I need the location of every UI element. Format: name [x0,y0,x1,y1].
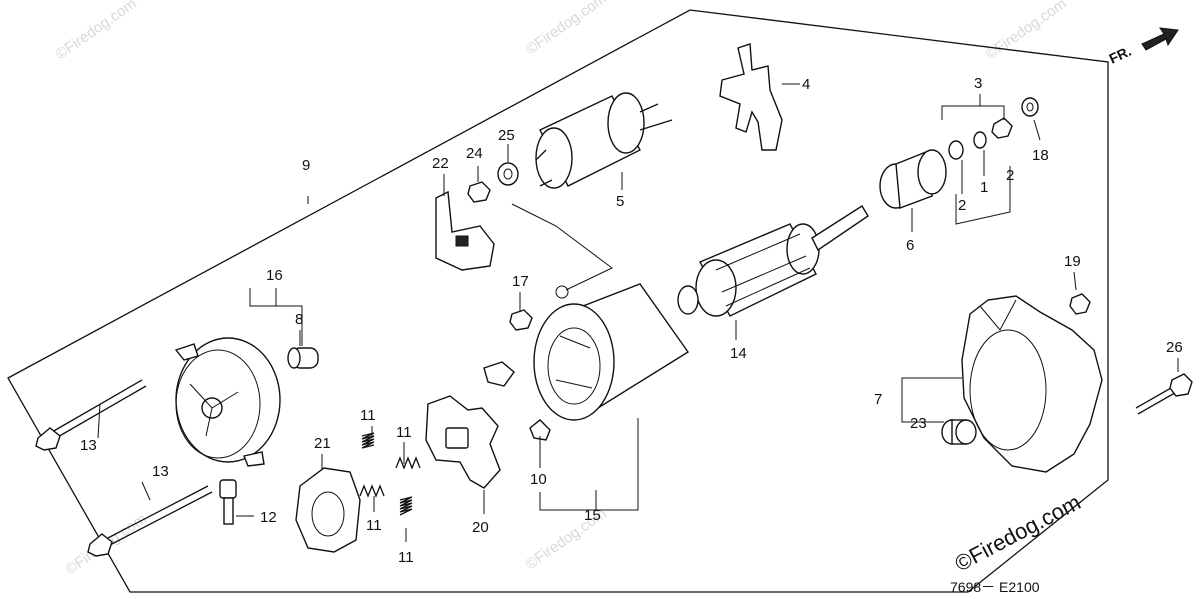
bolt-13-lower [87,485,213,557]
label-10: 10 [530,471,547,488]
label-18: 18 [1032,147,1049,164]
clip-1 [973,131,987,149]
label-12: 12 [260,509,277,526]
label-24: 24 [466,145,483,162]
spring-11c [359,484,385,498]
assembly-boundary [7,9,1109,593]
clip-10 [529,419,551,441]
fr-label: FR. [1107,43,1134,67]
copyright-text: ©Firedog.com [951,489,1085,576]
nut-24 [467,181,491,203]
label-22: 22 [432,155,449,172]
label-16: 16 [266,267,283,284]
bushing-8 [287,347,319,369]
label-6: 6 [906,237,914,254]
pinion-6 [879,149,947,209]
label-21: 21 [314,435,331,452]
label-11c: 11 [366,517,382,534]
bolt-26 [1135,373,1193,415]
washer-18 [1021,97,1039,117]
label-26: 26 [1166,339,1183,356]
label-11a: 11 [360,407,376,424]
label-14: 14 [730,345,747,362]
shift-lever-4 [719,43,783,151]
nut-19 [1069,293,1091,315]
label-19: 19 [1064,253,1081,270]
label-5: 5 [616,193,624,210]
grommet [483,361,515,387]
diagram-code: 7698－ E2100 [950,579,1040,595]
brush-holder-20 [425,395,501,489]
leader-lines [97,83,1179,542]
armature-14 [677,205,869,317]
label-7: 7 [874,391,882,408]
label-13-lower: 13 [152,463,169,480]
label-13-upper: 13 [80,437,97,454]
arrow-icon [1141,27,1179,51]
front-direction-arrow: FR. [1107,27,1179,67]
watermark: ©Firedog.com [53,0,140,63]
label-4: 4 [802,76,810,93]
washer-2a [948,140,964,160]
label-2a: 2 [958,197,966,214]
washer-25 [497,162,519,186]
front-bracket-7 [961,295,1103,473]
label-11d: 11 [398,549,414,566]
label-20: 20 [472,519,489,536]
bearing-23 [941,419,977,445]
label-1: 1 [980,179,988,196]
label-23: 23 [910,415,927,432]
rear-cover-16 [174,337,281,467]
label-9: 9 [302,157,310,174]
label-2b: 2 [1006,167,1014,184]
spring-11d [399,496,413,516]
watermark: ©Firedog.com [983,0,1070,63]
nut-17 [509,309,533,331]
bolt-13-upper [35,379,147,451]
label-11b: 11 [396,424,412,441]
label-3: 3 [974,75,982,92]
brush-plate-21 [295,467,361,553]
label-8: 8 [295,311,303,328]
watermark: ©Firedog.com [523,0,610,58]
label-17: 17 [512,273,529,290]
spring-11a [361,432,375,449]
solenoid-5 [535,92,673,189]
collar-2b [991,117,1013,139]
yoke-15 [533,283,689,421]
terminal-22 [435,190,495,271]
bolt-12 [219,479,237,525]
label-25: 25 [498,127,515,144]
label-15: 15 [584,507,601,524]
spring-11b [395,456,421,470]
